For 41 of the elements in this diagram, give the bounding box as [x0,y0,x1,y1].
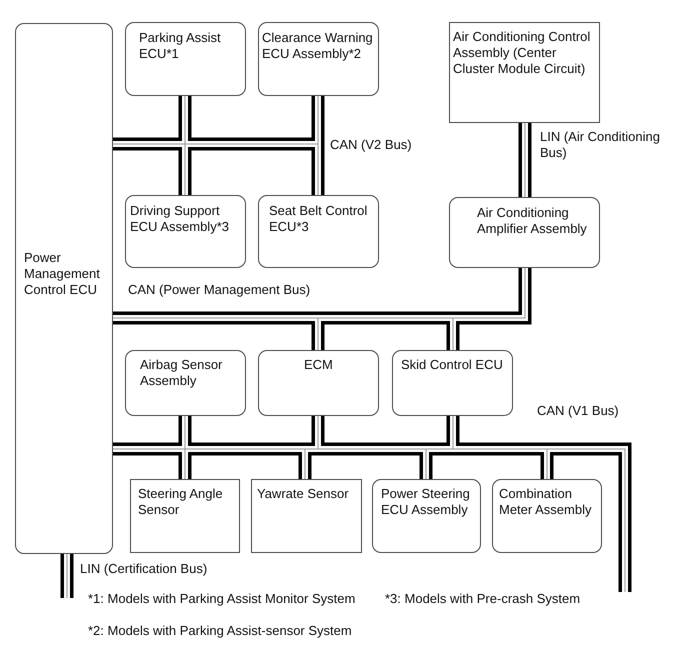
component-box [258,195,379,268]
bus-label: LIN (Certification Bus) [80,561,209,577]
component-box [449,22,600,123]
component-label: Seat Belt Control ECU*3 [269,203,368,235]
component-label: ECM [304,357,334,373]
component-label: Airbag Sensor Assembly [140,357,224,389]
component-box [258,350,379,416]
component-label: Yawrate Sensor [257,486,350,502]
component-box [372,479,481,553]
component-label: Air Conditioning Amplifier Assembly [477,205,588,237]
component-box [125,350,246,416]
component-box [258,22,379,96]
bus-line [60,554,74,598]
bus-line [112,416,632,592]
component-box [130,479,240,553]
component-label: Clearance Warning ECU Assembly*2 [262,30,374,62]
component-box [251,479,362,553]
bus-label: CAN (Power Management Bus) [128,282,312,298]
footnote: *1: Models with Parking Assist Monitor System [88,591,356,607]
bus-label: LIN (Air Conditioning Bus) [540,129,661,161]
bus-line [112,96,324,196]
component-label: Steering Angle Sensor [138,486,224,518]
component-box [392,350,513,416]
component-label: Power Management Control ECU [24,250,101,298]
component-label: Air Conditioning Control Assembly (Center Cluster Module Circuit) [453,29,592,77]
component-box [125,195,246,268]
component-label: Skid Control ECU [401,357,504,373]
footnote: *2: Models with Parking Assist-sensor System [88,623,352,639]
component-box [15,23,113,554]
component-box [492,479,602,553]
bus-line [518,122,532,198]
component-label: Parking Assist ECU*1 [139,30,222,62]
component-label: Driving Support ECU Assembly*3 [130,203,230,235]
bus-line [112,268,532,350]
component-box [449,197,600,268]
component-box [125,22,246,96]
component-label: Combination Meter Assembly [499,486,592,518]
component-label: Power Steering ECU Assembly [381,486,471,518]
bus-label: CAN (V1 Bus) [537,403,620,419]
bus-label: CAN (V2 Bus) [330,137,413,153]
footnote: *3: Models with Pre-crash System [385,591,580,607]
